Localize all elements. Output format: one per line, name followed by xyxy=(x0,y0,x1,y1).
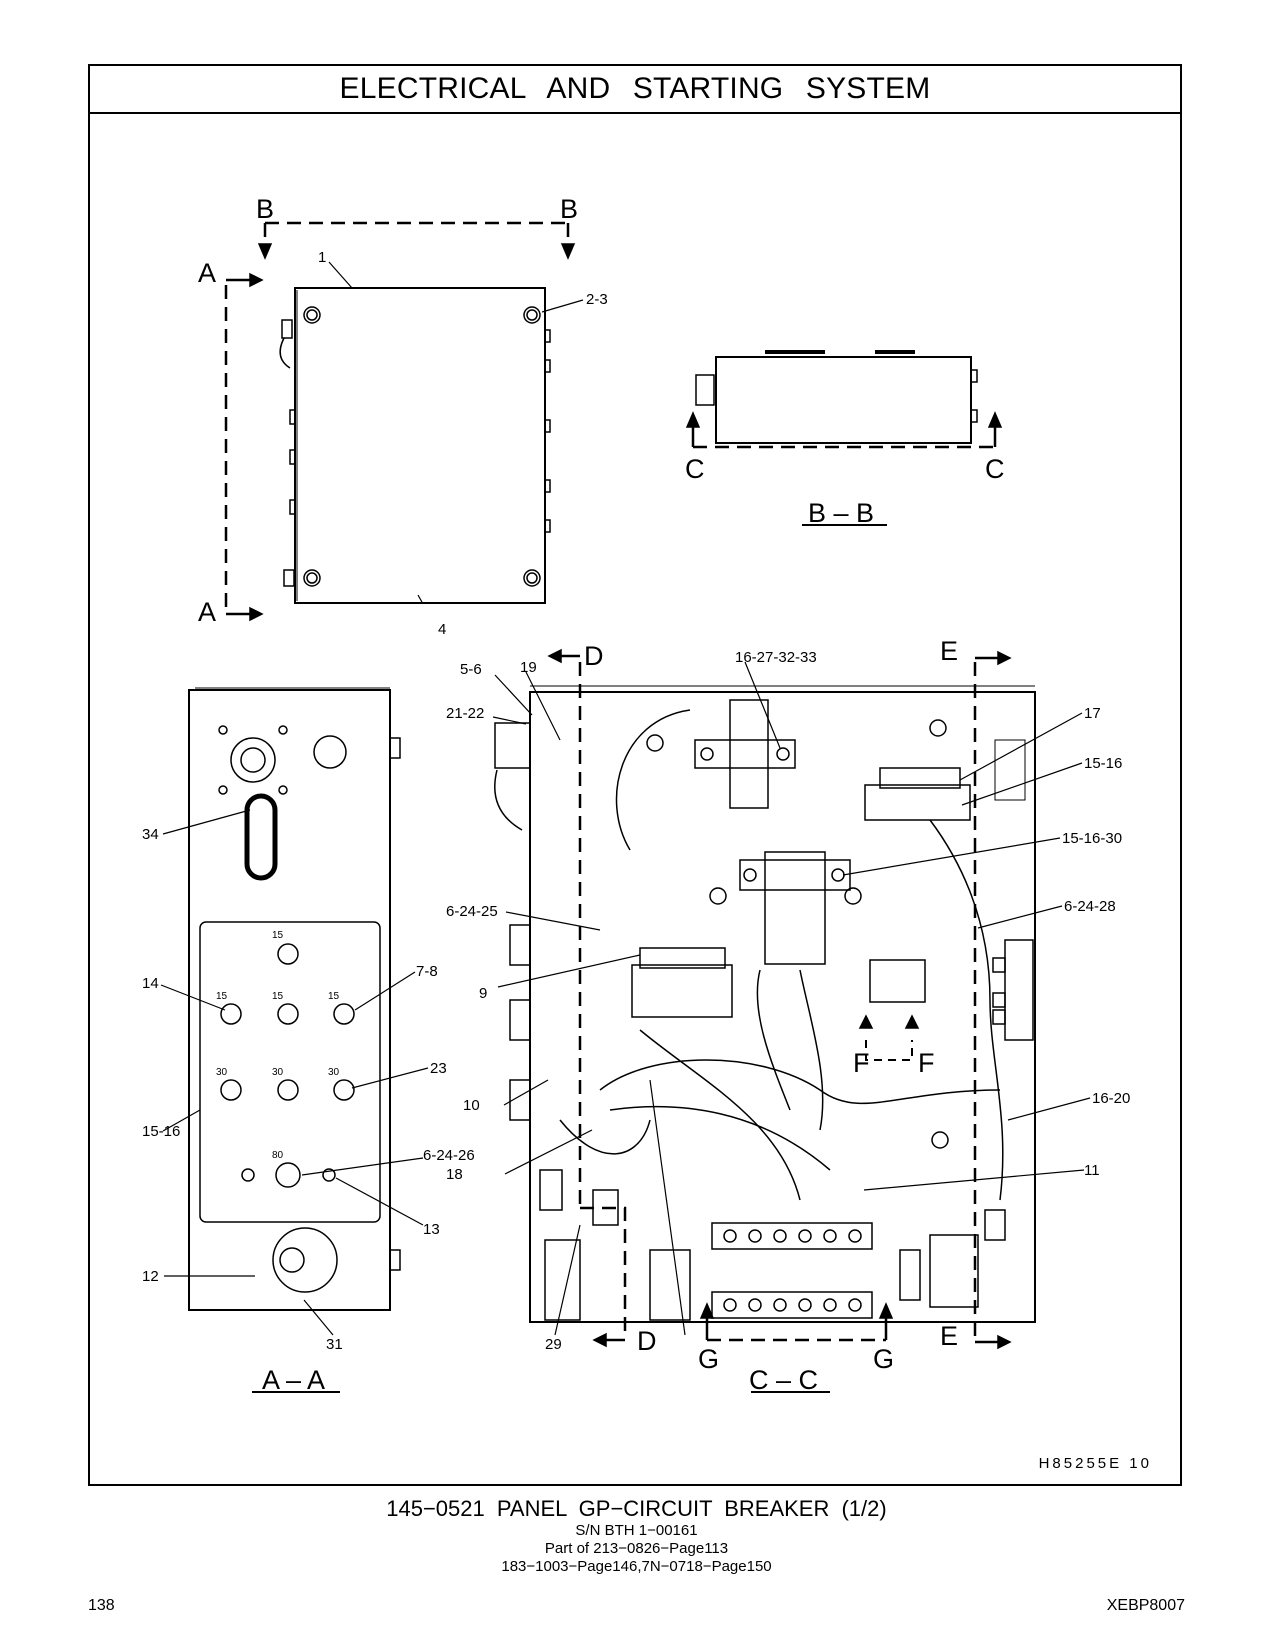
callout-label: 19 xyxy=(520,659,537,676)
section-marker-f: F xyxy=(853,1048,870,1078)
view-label-a-a: A – A xyxy=(262,1365,325,1395)
panel-front-view xyxy=(279,287,551,604)
section-marker-b: B xyxy=(560,194,578,224)
breaker-rating: 15 xyxy=(272,930,284,941)
document-code: XEBP8007 xyxy=(1106,1597,1185,1614)
drawing-frame: ELECTRICAL AND STARTING SYSTEM H85255E 1… xyxy=(88,64,1182,1486)
callout-label: 7-8 xyxy=(416,963,438,980)
page-references: 183−1003−Page146,7N−0718−Page150 xyxy=(501,1558,772,1575)
callout-label: 10 xyxy=(463,1097,480,1114)
callout-label: 11 xyxy=(1084,1162,1100,1179)
section-marker-e: E xyxy=(940,636,958,666)
section-marker-g: G xyxy=(698,1344,719,1374)
callout-label: 6-24-25 xyxy=(446,903,498,920)
callout-label: 16-20 xyxy=(1092,1090,1130,1107)
callout-label: 9 xyxy=(479,985,487,1002)
breaker-rating: 15 xyxy=(272,991,284,1002)
breaker-rating: 30 xyxy=(216,1067,228,1078)
figure-caption: 145−0521 PANEL GP−CIRCUIT BREAKER (1/2) … xyxy=(0,1496,1273,1576)
callout-label: 6-24-28 xyxy=(1064,898,1116,915)
section-marker-f: F xyxy=(918,1048,935,1078)
callout-label: 16-27-32-33 xyxy=(735,649,817,666)
callout-label: 15-16 xyxy=(142,1123,180,1140)
callout-label: 1 xyxy=(318,249,326,266)
section-marker-b: B xyxy=(256,194,274,224)
part-title: 145−0521 PANEL GP−CIRCUIT BREAKER (1/2) xyxy=(386,1496,887,1521)
callout-label: 18 xyxy=(446,1166,463,1183)
callout-label: 12 xyxy=(142,1268,159,1285)
section-marker-a: A xyxy=(198,258,216,288)
callout-label: 4 xyxy=(438,621,446,638)
breaker-rating: 15 xyxy=(216,991,228,1002)
part-of-reference: Part of 213−0826−Page113 xyxy=(544,1540,729,1557)
page-number: 138 xyxy=(88,1597,115,1614)
drawing-number: H85255E 10 xyxy=(1038,1455,1152,1472)
title-bar: ELECTRICAL AND STARTING SYSTEM xyxy=(90,66,1180,114)
breaker-rating: 80 xyxy=(272,1150,284,1161)
breaker-rating: 15 xyxy=(328,991,340,1002)
callout-label: 2-3 xyxy=(586,291,608,308)
callout-label: 23 xyxy=(430,1060,447,1077)
section-marker-c: C xyxy=(985,454,1005,484)
callout-label: 17 xyxy=(1084,705,1101,722)
leader-lines xyxy=(160,261,1091,1336)
breaker-rating: 30 xyxy=(272,1067,284,1078)
view-label-b-b: B – B xyxy=(808,498,874,528)
panel-top-view xyxy=(685,350,1003,449)
section-marker-g: G xyxy=(873,1344,894,1374)
callout-label: 14 xyxy=(142,975,159,992)
page-title: ELECTRICAL AND STARTING SYSTEM xyxy=(339,72,931,105)
breaker-rating: 30 xyxy=(328,1067,340,1078)
serial-number: S/N BTH 1−00161 xyxy=(575,1522,698,1539)
section-marker-d: D xyxy=(584,641,604,671)
panel-interior-view xyxy=(494,648,1036,1350)
section-marker-d: D xyxy=(637,1326,657,1356)
panel-side-view xyxy=(188,687,401,1311)
view-label-c-c: C – C xyxy=(749,1365,818,1395)
callout-label: 15-16 xyxy=(1084,755,1122,772)
callout-label: 15-16-30 xyxy=(1062,830,1122,847)
callout-label: 34 xyxy=(142,826,159,843)
section-marker-e: E xyxy=(940,1321,958,1351)
callout-label: 29 xyxy=(545,1336,562,1353)
callout-label: 31 xyxy=(326,1336,343,1353)
section-marker-c: C xyxy=(685,454,705,484)
callout-label: 13 xyxy=(423,1221,440,1238)
section-marker-a: A xyxy=(198,597,216,627)
callout-label: 6-24-26 xyxy=(423,1147,475,1164)
callout-label: 5-6 xyxy=(460,661,482,678)
callout-label: 21-22 xyxy=(446,705,484,722)
